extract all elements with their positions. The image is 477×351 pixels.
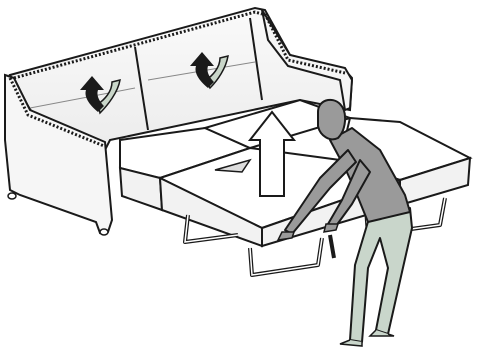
illustration-stage — [0, 0, 477, 351]
sofa-bed-illustration — [0, 0, 477, 351]
